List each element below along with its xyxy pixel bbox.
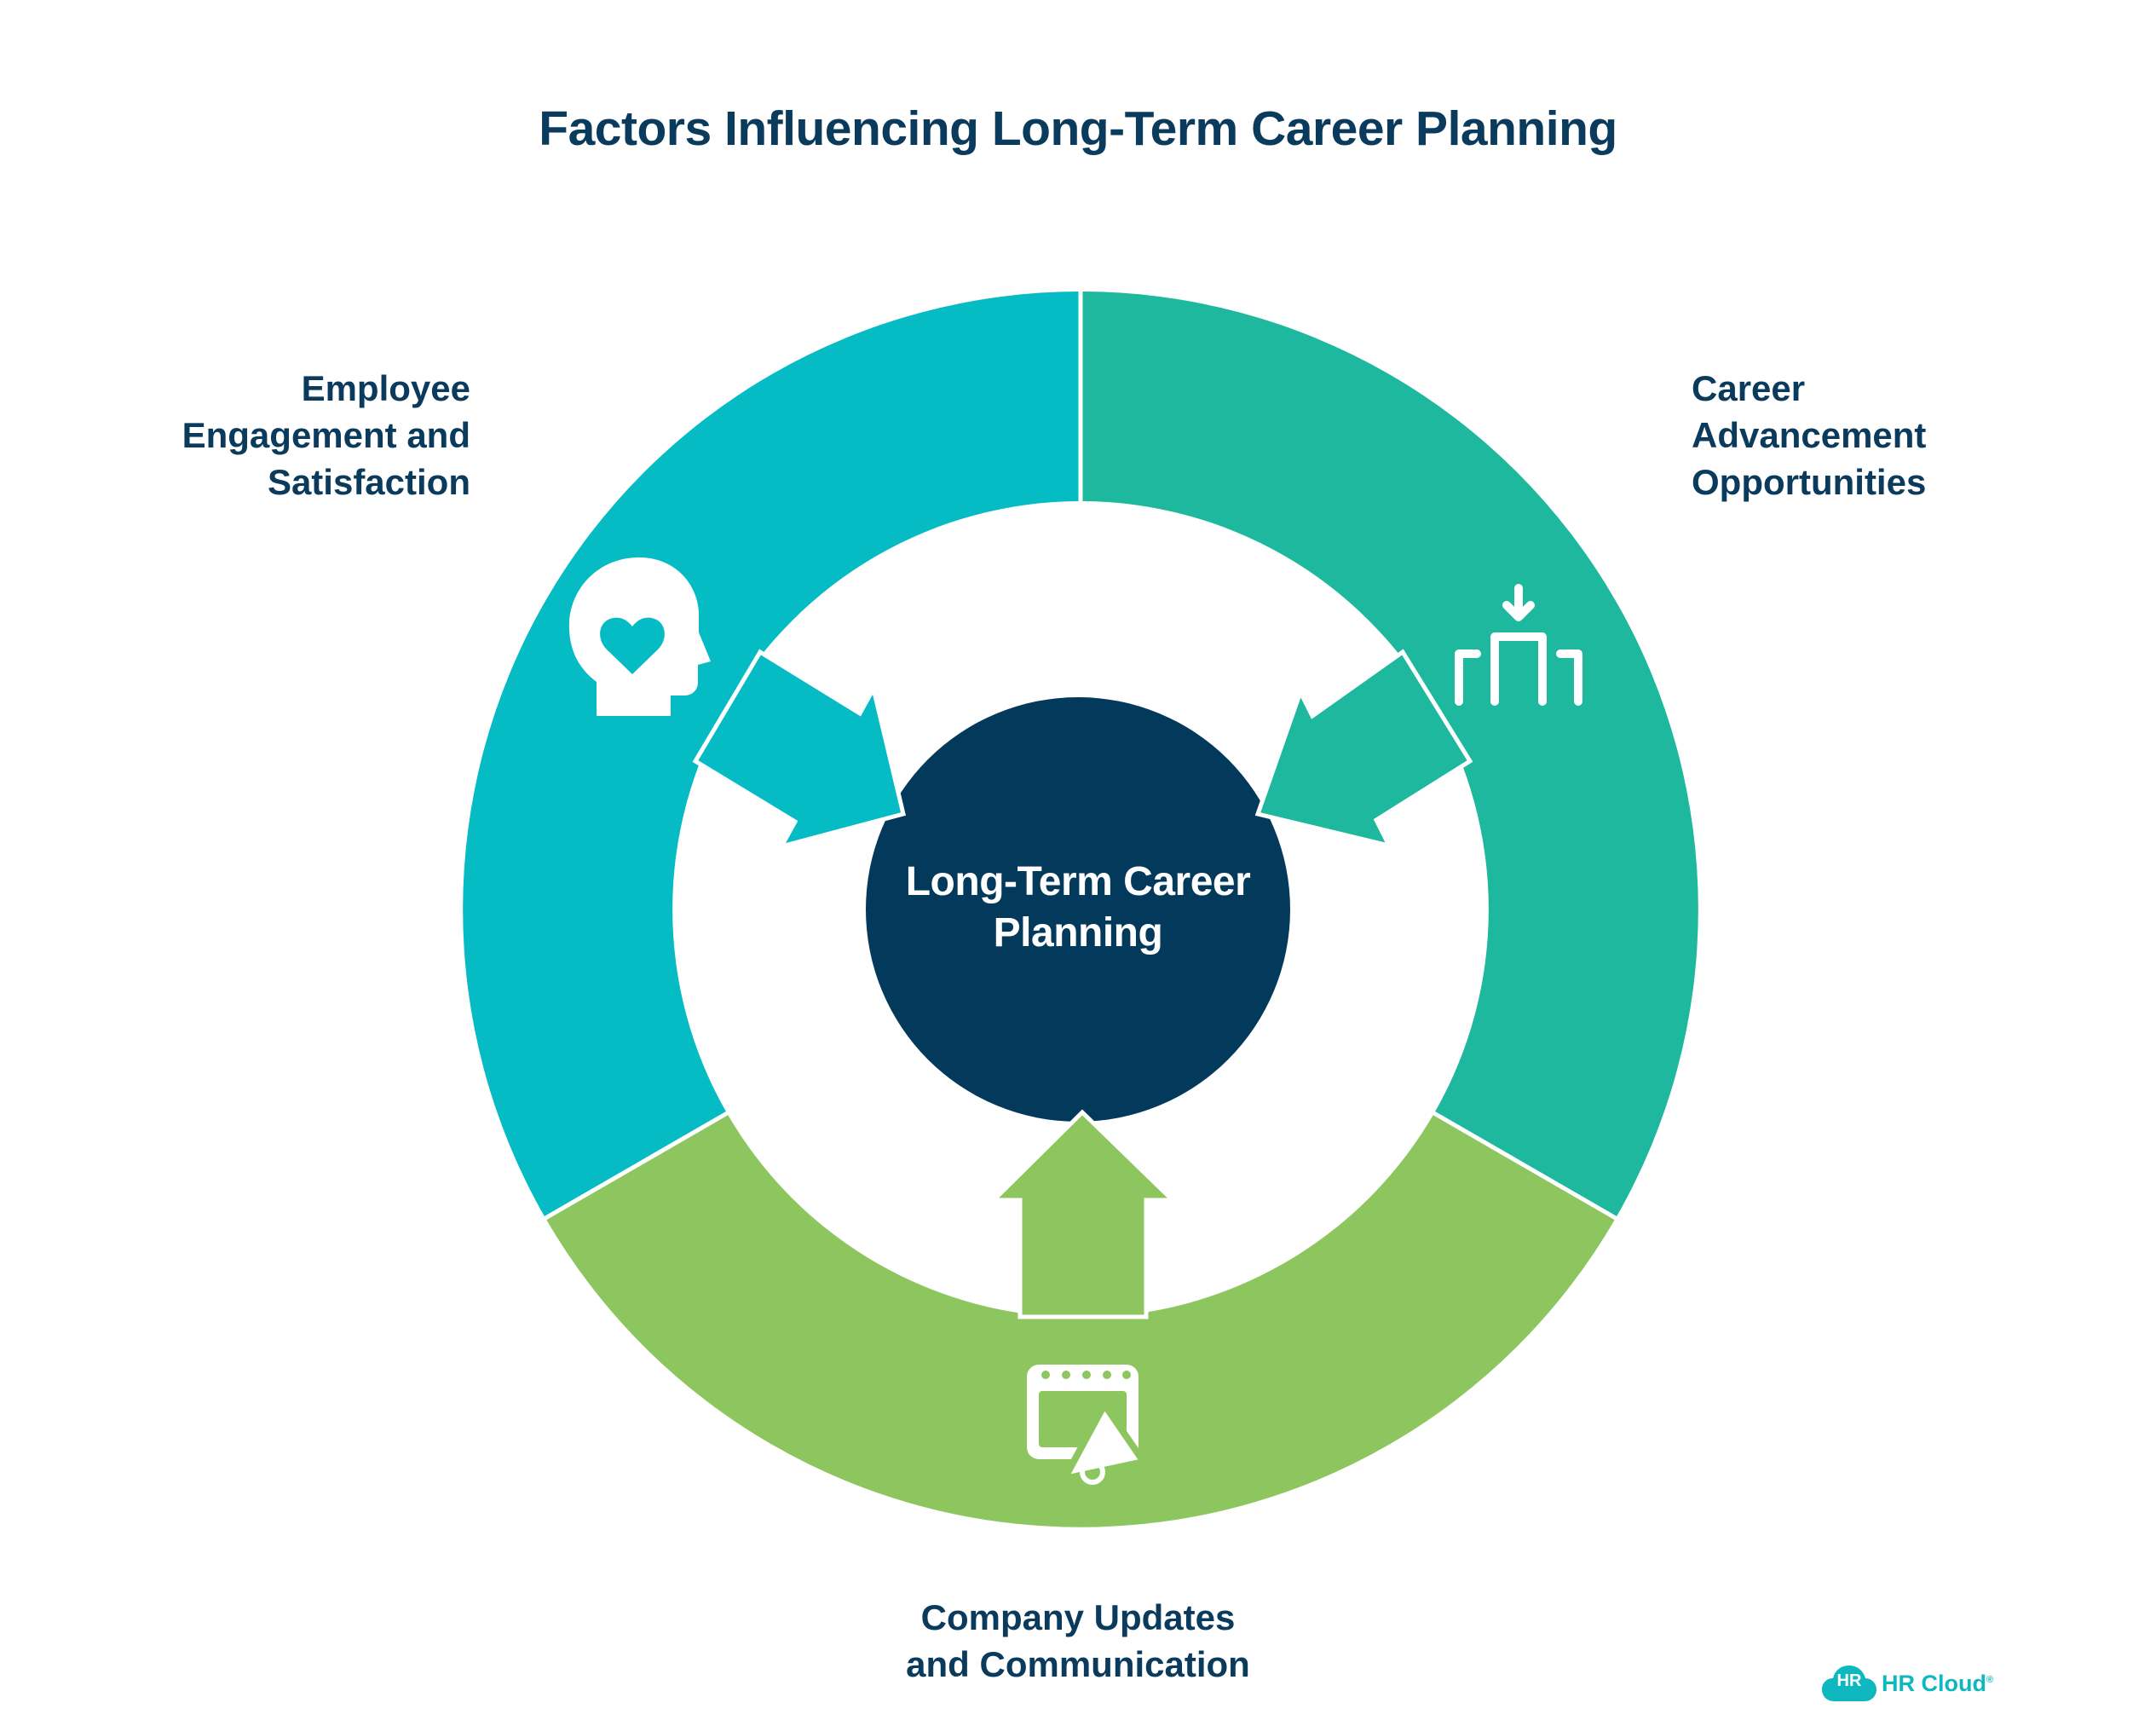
career-path-icon	[1455, 584, 1582, 706]
label-line: Career	[1692, 368, 1806, 408]
label-line: Company Updates	[920, 1597, 1236, 1637]
announcement-screen-icon	[1027, 1365, 1147, 1485]
arrow-company-updates	[988, 1109, 1179, 1319]
hr-cloud-logo: HR HR Cloud®	[1822, 1662, 1993, 1705]
label-line: Employee	[301, 368, 470, 408]
label-line: Satisfaction	[267, 462, 470, 502]
center-label-line: Planning	[993, 910, 1163, 955]
cloud-icon: HR	[1822, 1664, 1876, 1703]
arrow-employee-engagement	[692, 649, 906, 850]
segment-dividers	[539, 286, 1622, 1223]
label-line: Advancement	[1692, 415, 1927, 455]
diagram-title: Factors Influencing Long-Term Career Pla…	[539, 101, 1617, 156]
segment-company-updates	[545, 1113, 1616, 1527]
logo-badge-text: HR	[1836, 1671, 1862, 1690]
label-line: Engagement and	[182, 415, 470, 455]
head-heart-icon	[568, 557, 711, 716]
logo-registered-mark: ®	[1986, 1674, 1994, 1685]
center-label: Long-Term Career Planning	[865, 857, 1291, 959]
logo-name: HR Cloud	[1882, 1670, 1986, 1696]
center-circle	[866, 697, 1290, 1122]
label-line: and Communication	[906, 1644, 1250, 1684]
label-line: Opportunities	[1692, 462, 1927, 502]
label-career-advancement: Career Advancement Opportunities	[1692, 365, 1926, 505]
segment-employee-engagement	[463, 292, 1081, 1218]
label-employee-engagement: Employee Engagement and Satisfaction	[182, 365, 470, 505]
label-company-updates: Company Updates and Communication	[0, 1594, 2156, 1688]
logo-text: HR Cloud®	[1882, 1671, 1993, 1697]
arrow-career-advancement	[1254, 649, 1473, 849]
center-label-line: Long-Term Career	[905, 859, 1251, 904]
segment-career-advancement	[1081, 292, 1698, 1218]
